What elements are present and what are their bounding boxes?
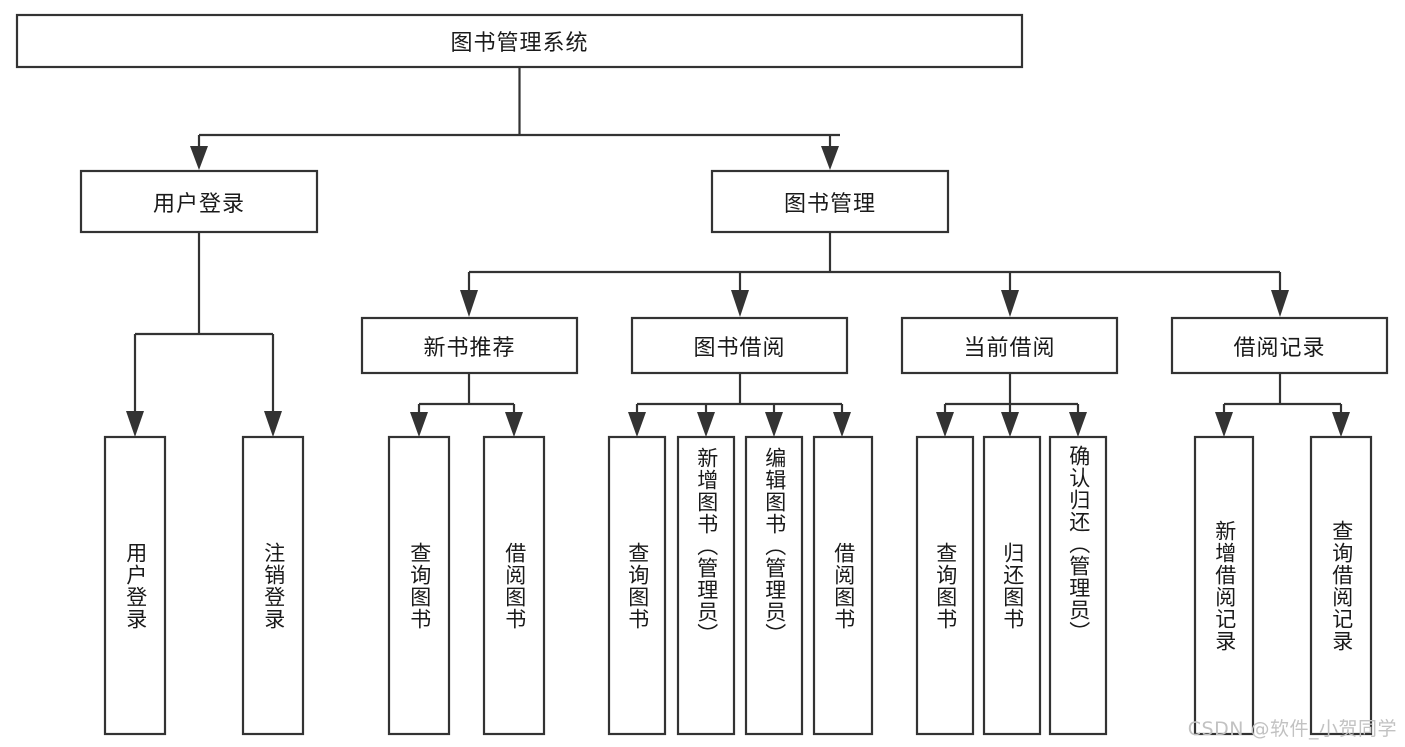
node-box-current-borrow[interactable] (900, 316, 1119, 375)
node-box-leaf-query-book-2[interactable] (607, 435, 667, 736)
arrow-to-leaf-query-book-3 (936, 412, 954, 437)
node-box-leaf-user-login[interactable] (103, 435, 167, 736)
node-box-leaf-query-book-3[interactable] (915, 435, 975, 736)
arrow-to-leaf-borrow-book-1 (505, 412, 523, 437)
node-box-user-login[interactable] (79, 169, 319, 234)
node-box-leaf-borrow-book-1[interactable] (482, 435, 546, 736)
node-box-book-borrow[interactable] (630, 316, 849, 375)
arrow-to-leaf-query-book-1 (410, 412, 428, 437)
arrow-to-leaf-query-record (1332, 412, 1350, 437)
arrow-to-leaf-add-book (697, 412, 715, 437)
node-box-leaf-add-record[interactable] (1193, 435, 1255, 736)
arrow-to-leaf-user-login (126, 411, 144, 437)
node-box-leaf-confirm-return[interactable] (1048, 435, 1108, 736)
arrow-to-leaf-borrow-book-2 (833, 412, 851, 437)
arrow-to-leaf-query-book-2 (628, 412, 646, 437)
node-box-leaf-logout-login[interactable] (241, 435, 305, 736)
arrow-to-leaf-add-record (1215, 412, 1233, 437)
arrow-to-leaf-return-book (1001, 412, 1019, 437)
node-box-leaf-edit-book[interactable] (744, 435, 804, 736)
node-box-leaf-add-book[interactable] (676, 435, 736, 736)
node-box-leaf-query-record[interactable] (1309, 435, 1373, 736)
arrow-root-to-user-login (190, 146, 208, 170)
arrow-to-leaf-logout-login (264, 411, 282, 437)
node-box-leaf-query-book-1[interactable] (387, 435, 451, 736)
node-box-leaf-return-book[interactable] (982, 435, 1042, 736)
arrow-to-borrow-record (1271, 290, 1289, 317)
node-box-leaf-borrow-book-2[interactable] (812, 435, 874, 736)
arrow-to-new-book-recommend (460, 290, 478, 317)
node-box-borrow-record[interactable] (1170, 316, 1389, 375)
arrow-to-leaf-confirm-return (1069, 412, 1087, 437)
arrow-to-current-borrow (1001, 290, 1019, 317)
node-box-root[interactable] (15, 13, 1024, 69)
arrow-to-leaf-edit-book (765, 412, 783, 437)
arrow-to-book-borrow (731, 290, 749, 317)
arrow-root-to-book-manage (821, 146, 839, 170)
node-box-book-manage[interactable] (710, 169, 950, 234)
node-box-new-book-recommend[interactable] (360, 316, 579, 375)
